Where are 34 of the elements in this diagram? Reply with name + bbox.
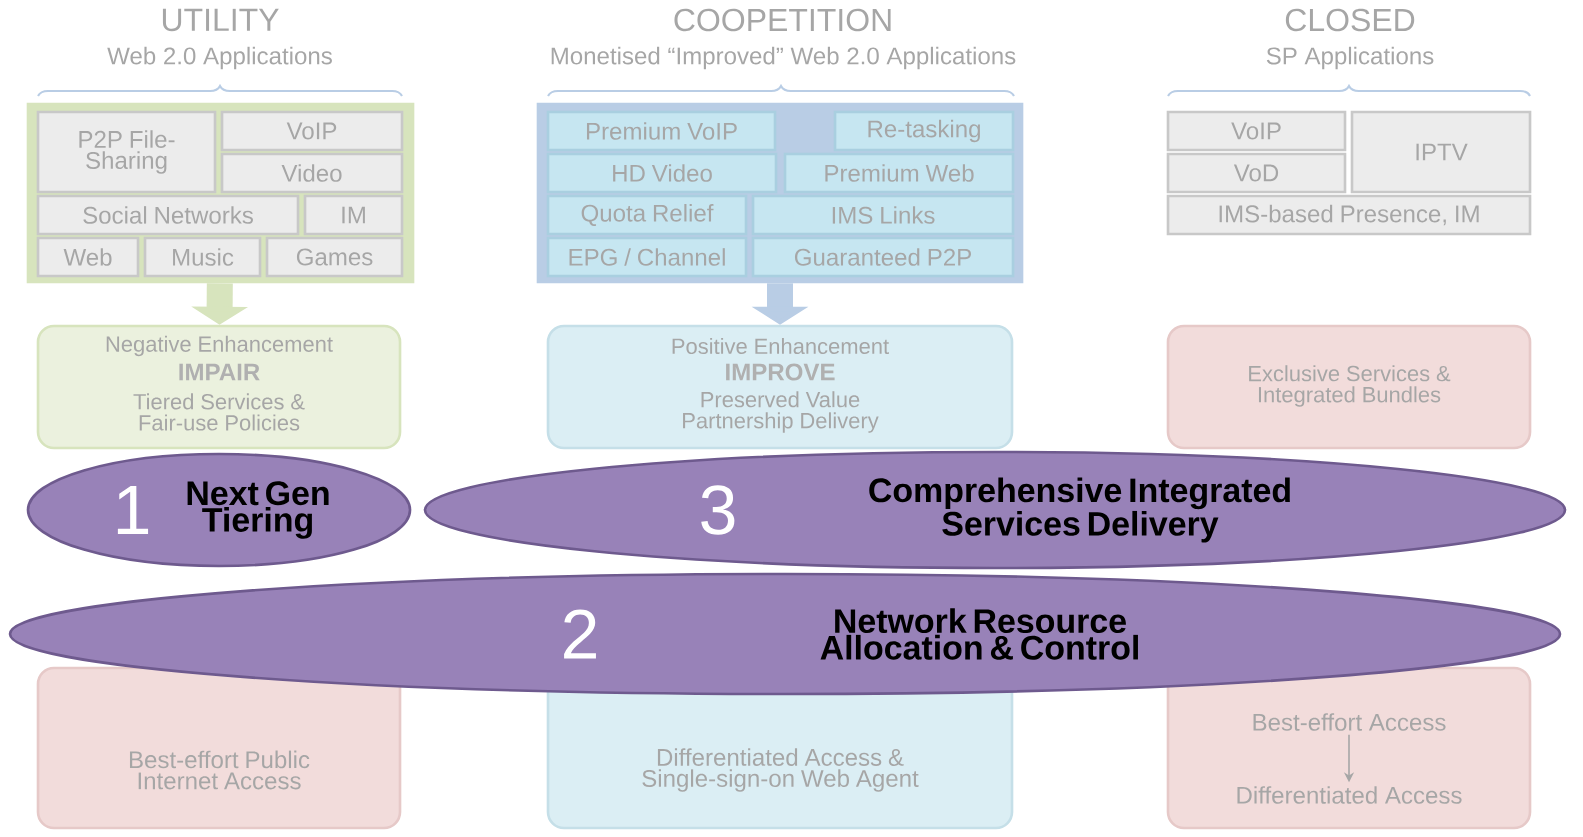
app-tile: VoD xyxy=(1166,152,1347,194)
column-heading: COOPETITION xyxy=(674,8,891,32)
app-tile: Guaranteed P2P xyxy=(751,236,1015,278)
app-tile: IM xyxy=(303,194,404,236)
column-panel: Best-effort Public Internet Access xyxy=(36,666,402,830)
app-tile: Web xyxy=(36,236,140,278)
text-label: Best-effort Access xyxy=(1253,713,1446,731)
column-panel xyxy=(1166,666,1532,830)
column-subtitle: Web 2.0 Applications xyxy=(107,46,332,70)
app-tile: P2P File-Sharing xyxy=(36,110,217,194)
app-tile: IMS Links xyxy=(751,194,1015,236)
app-tile: EPG / Channel xyxy=(546,236,748,278)
column-subtitle: SP Applications xyxy=(1266,46,1434,70)
oval-banner: 3 Comprehensive Integrated Services Delivery xyxy=(423,450,1567,570)
app-tile: IPTV xyxy=(1350,110,1532,194)
column-panel: Positive Enhancement IMPROVE Preserved Value Partnership Delivery xyxy=(546,324,1014,450)
column-panel: Exclusive Services & Integrated Bundles xyxy=(1166,324,1532,450)
oval-banner: 2 Network Resource Allocation & Control xyxy=(8,572,1562,696)
column-heading: UTILITY xyxy=(162,8,279,32)
app-tile: Music xyxy=(143,236,262,278)
column-heading: CLOSED xyxy=(1285,8,1415,32)
app-tile: Re-tasking xyxy=(833,110,1015,152)
app-tile: Premium Web xyxy=(783,152,1015,194)
app-tile: Video xyxy=(220,152,404,194)
column-panel: Negative Enhancement IMPAIR Tiered Services & Fair-use Policies xyxy=(36,324,402,450)
app-tile: Premium VoIP xyxy=(546,110,777,152)
app-tile: VoIP xyxy=(220,110,404,152)
app-tile: HD Video xyxy=(546,152,778,194)
app-tile: Games xyxy=(265,236,404,278)
column-subtitle: Monetised “Improved” Web 2.0 Applications xyxy=(551,46,1016,70)
oval-banner: 1 Next Gen Tiering xyxy=(26,452,412,568)
text-label: Differentiated Access xyxy=(1237,786,1462,804)
app-tile: VoIP xyxy=(1166,110,1347,152)
app-tile: Quota Relief xyxy=(546,194,748,236)
